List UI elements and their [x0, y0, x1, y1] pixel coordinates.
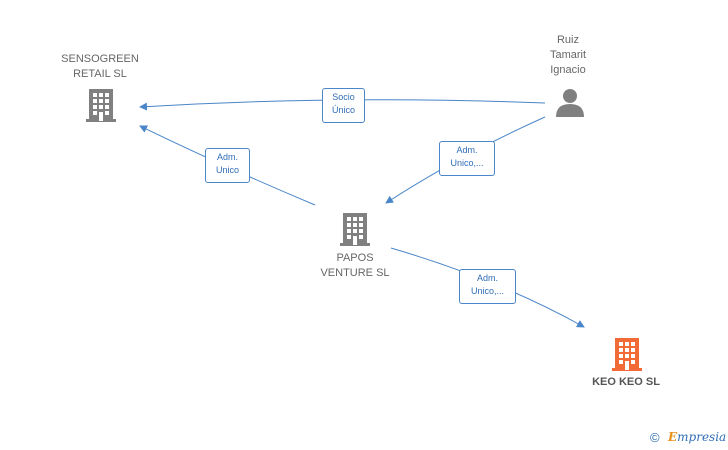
edge-label-adm-unico-ruiz-papos[interactable]: Adm. Unico,...: [439, 141, 495, 176]
building-icon[interactable]: [611, 336, 643, 372]
node-label-ruiz[interactable]: Ruiz Tamarit Ignacio: [549, 34, 587, 76]
node-label-keokeo[interactable]: KEO KEO SL: [592, 376, 660, 388]
node-label-sensogreen[interactable]: SENSOGREEN RETAIL SL: [61, 53, 139, 80]
brand-logo[interactable]: Empresia: [668, 430, 726, 444]
brand-logo-text: mpresia: [677, 430, 727, 444]
person-icon[interactable]: [555, 88, 585, 118]
brand-logo-initial: E: [668, 430, 678, 444]
edge-label-adm-unico-papos-keokeo[interactable]: Adm. Unico,...: [459, 269, 516, 304]
copyright-icon: ©: [650, 430, 660, 445]
edge-label-adm-unico[interactable]: Adm. Unico: [205, 148, 250, 183]
edge-label-socio-unico[interactable]: Socio Único: [322, 88, 365, 123]
node-label-papos[interactable]: PAPOS VENTURE SL: [320, 252, 390, 279]
building-icon[interactable]: [339, 211, 371, 247]
building-icon[interactable]: [85, 87, 117, 123]
